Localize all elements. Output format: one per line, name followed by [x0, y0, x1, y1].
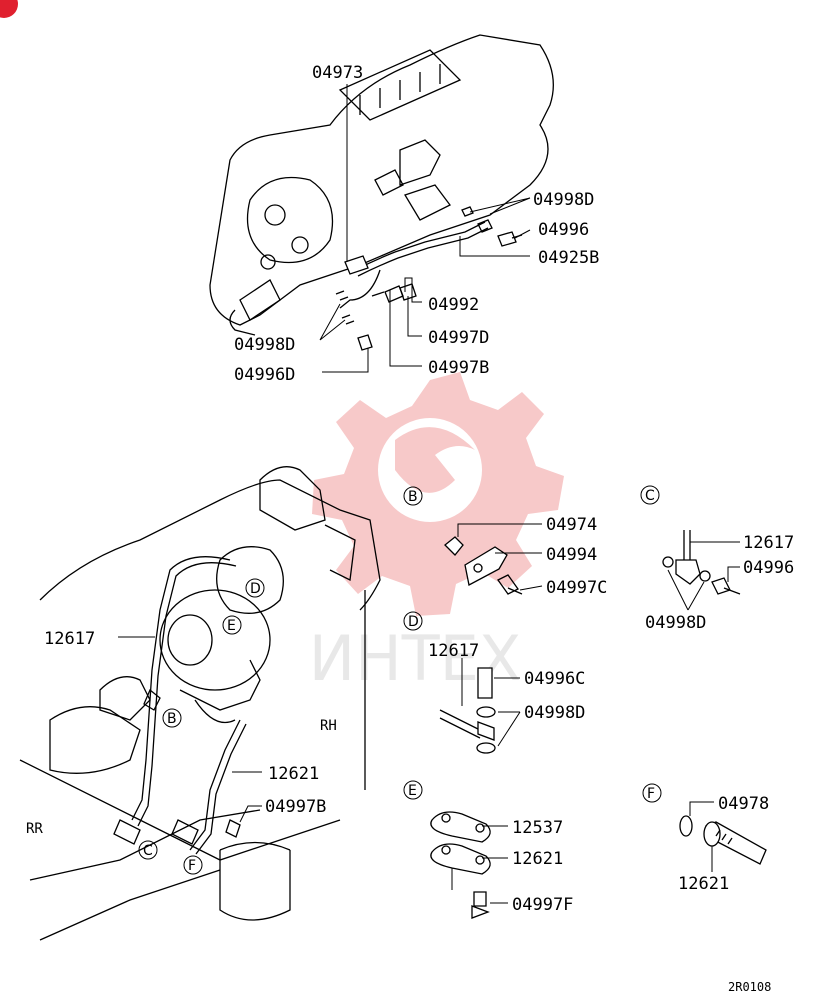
detail-b-callout: B [408, 489, 418, 505]
leader-lines-top [319, 84, 531, 373]
detail-f-callout: F [647, 786, 655, 802]
label-04994: 04994 [546, 545, 597, 565]
label-04996c: 04996C [524, 669, 585, 689]
label-04973: 04973 [312, 63, 363, 83]
label-12617-c: 12617 [743, 533, 794, 553]
detail-f: F 04978 12621 [642, 783, 769, 894]
label-12621-f: 12621 [678, 874, 729, 894]
label-04992: 04992 [428, 295, 479, 315]
main-callouts: D E B C F [138, 578, 265, 875]
detail-c-callout: C [645, 488, 655, 504]
label-04998d-b: 04998D [234, 335, 295, 355]
label-04996d: 04996D [234, 365, 295, 385]
detail-e-callout: E [408, 783, 417, 799]
label-04978: 04978 [718, 794, 769, 814]
corner-badge-icon [0, 0, 18, 18]
engine-turbo-drawing [19, 466, 381, 941]
detail-d-callout: D [408, 614, 419, 630]
label-04997c: 04997C [546, 578, 607, 598]
injection-pump-drawing [209, 34, 554, 351]
detail-b: B 04974 04994 04997C [403, 486, 607, 598]
detail-e: E 12537 12621 04997F [403, 780, 573, 919]
label-12617-d: 12617 [428, 641, 479, 661]
label-04997f: 04997F [512, 895, 573, 915]
label-04997b-main: 04997B [265, 797, 326, 817]
label-04998d-d: 04998D [524, 703, 585, 723]
labels-top: 04973 04998D 04996 04925B 04992 04997D 0… [234, 63, 599, 385]
callout-c-main: C [143, 843, 153, 859]
label-12621-main: 12621 [268, 764, 319, 784]
label-rr: RR [26, 821, 43, 837]
label-12621-e: 12621 [512, 849, 563, 869]
label-04974: 04974 [546, 515, 597, 535]
label-04997b-top: 04997B [428, 358, 489, 378]
label-12617-main: 12617 [44, 629, 95, 649]
label-04996-a: 04996 [538, 220, 589, 240]
detail-c: C 12617 04996 04998D [640, 485, 794, 633]
label-04998d-a: 04998D [533, 190, 594, 210]
callout-e-main: E [227, 618, 236, 634]
label-rh: RH [320, 718, 337, 734]
callout-b-main: B [167, 711, 177, 727]
leader-lines-main [118, 636, 262, 823]
label-04996-c: 04996 [743, 558, 794, 578]
watermark-logo-icon: ИНТЕХ [309, 372, 564, 695]
label-04998d-c: 04998D [645, 613, 706, 633]
detail-d: D 12617 04996C 04998D [403, 611, 585, 754]
callout-f-main: F [188, 858, 196, 874]
labels-main: 12617 12621 04997B RH RR [26, 629, 337, 837]
label-04997d: 04997D [428, 328, 489, 348]
callout-d-main: D [250, 581, 261, 597]
label-12537: 12537 [512, 818, 563, 838]
figure-code: 2R0108 [728, 980, 771, 994]
label-04925b: 04925B [538, 248, 599, 268]
